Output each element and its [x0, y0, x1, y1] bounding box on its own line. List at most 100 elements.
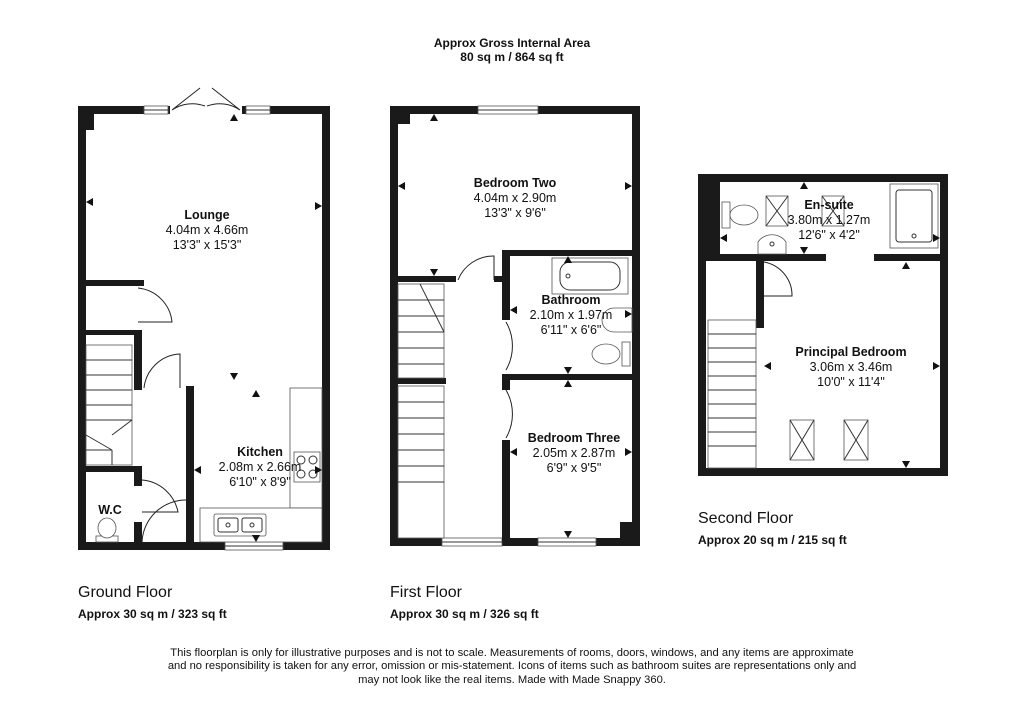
bedroom-three-name: Bedroom Three	[528, 431, 620, 445]
lounge-door	[143, 353, 181, 389]
french-door-gap	[170, 104, 242, 116]
bedroom-two-metric: 4.04m x 2.90m	[474, 191, 557, 205]
principal-bedroom-name: Principal Bedroom	[795, 345, 906, 359]
gross-area-heading: Approx Gross Internal Area 80 sq m / 864…	[0, 36, 1024, 64]
first-corner-block-2	[620, 522, 640, 546]
gross-area-title: Approx Gross Internal Area	[433, 36, 591, 50]
principal-bedroom-imperial: 10'0" x 11'4"	[817, 375, 885, 389]
second-staircase	[707, 319, 757, 469]
ground-corner-block	[78, 106, 94, 130]
stair-wall-second	[756, 258, 764, 328]
ground-floor-area: Approx 30 sq m / 323 sq ft	[78, 607, 227, 621]
lounge-name: Lounge	[184, 208, 229, 222]
bath-arrow-left	[510, 306, 517, 314]
disclaimer-line-1: This floorplan is only for illustrative …	[170, 647, 854, 659]
bed2-arrow-left	[398, 182, 405, 190]
disclaimer-line-2: and no responsibility is taken for any e…	[167, 660, 857, 673]
lounge-arrow-top	[230, 114, 238, 121]
first-staircase	[397, 283, 445, 539]
bathroom-name: Bathroom	[541, 293, 600, 307]
second-bottom-wall	[698, 468, 948, 476]
bed3-left-wall	[502, 440, 510, 542]
bath-arrow-right	[625, 310, 632, 318]
first-floor-plan: Bedroom Two 4.04m x 2.90m 13'3" x 9'6" B…	[390, 105, 640, 547]
principal-bedroom-metric: 3.06m x 3.46m	[810, 360, 893, 374]
bathroom-bottom-wall	[502, 374, 636, 380]
ensuite-skylight-icon	[765, 195, 789, 227]
second-floor-title: Second Floor	[698, 510, 794, 527]
lounge-imperial: 13'3" x 15'3"	[173, 238, 242, 252]
disclaimer-line-3: may not look like the real items. Made w…	[358, 673, 666, 686]
gross-area-value: 80 sq m / 864 sq ft	[460, 50, 564, 64]
shower-icon	[889, 183, 939, 249]
ground-staircase	[85, 344, 133, 466]
second-top-wall	[698, 174, 948, 182]
bedroom-arrow-left	[764, 362, 771, 370]
hall-wall	[186, 386, 194, 546]
bed3-arrow-top	[564, 380, 572, 387]
bathtub-icon	[551, 257, 629, 295]
bedroom-skylight-icon	[789, 419, 815, 461]
bedroom-three-metric: 2.05m x 2.87m	[533, 446, 616, 460]
kitchen-counter-right	[289, 387, 323, 509]
stair-bottom-wall	[82, 466, 142, 472]
kitchen-metric: 2.08m x 2.66m	[219, 460, 302, 474]
kitchen-arrow-top	[252, 390, 260, 397]
second-floor-plan: En-suite 3.80m x 1.27m 12'6" x 4'2" Prin…	[698, 174, 948, 476]
kitchen-name: Kitchen	[237, 445, 283, 459]
bedroom-arrow-right	[933, 362, 940, 370]
disclaimer: This floorplan is only for illustrative …	[150, 647, 874, 687]
french-door-left	[171, 87, 206, 111]
wc-door	[141, 479, 179, 513]
ensuite-name: En-suite	[804, 198, 853, 212]
bathroom-left-wall	[502, 250, 510, 320]
first-floor-area: Approx 30 sq m / 326 sq ft	[390, 607, 539, 621]
second-right-wall	[940, 174, 948, 476]
toilet-icon	[95, 517, 119, 543]
bedroom-two-bottom-wall-left	[394, 276, 456, 282]
ensuite-arrow-right	[933, 234, 940, 242]
bathroom-metric: 2.10m x 1.97m	[530, 308, 613, 322]
bed2-arrow-top	[430, 114, 438, 121]
bed3-left-wall-top	[502, 374, 510, 390]
wc-wall-bottom	[134, 522, 142, 546]
kitchen-imperial: 6'10" x 8'9"	[229, 475, 291, 489]
ground-bottom-wall	[78, 542, 330, 550]
lounge-arrow-left	[86, 198, 93, 206]
lounge-arrow-bottom	[230, 373, 238, 380]
ground-floor-plan: Lounge 4.04m x 4.66m 13'3" x 15'3" Kitch…	[78, 87, 330, 551]
second-corner-block	[698, 174, 720, 254]
lounge-arrow-right	[315, 202, 322, 210]
ground-floor-title: Ground Floor	[78, 584, 173, 601]
bathroom-imperial: 6'11" x 6'6"	[541, 323, 602, 337]
first-right-wall	[632, 106, 640, 546]
lounge-metric: 4.04m x 4.66m	[166, 223, 249, 237]
kitchen-sink-icon	[213, 513, 267, 537]
wc-wall-top	[134, 466, 142, 486]
ensuite-bottom-wall-left	[702, 254, 826, 261]
ground-left-wall	[78, 106, 86, 550]
second-left-wall	[698, 174, 706, 476]
stair-landing-wall	[394, 378, 446, 384]
ensuite-arrow-top	[800, 182, 808, 189]
bedroom-three-door	[505, 389, 513, 439]
bath-arrow-bottom	[564, 367, 572, 374]
bedroom-arrow-top	[902, 262, 910, 269]
bed2-arrow-bottom	[430, 269, 438, 276]
stair-right-wall	[134, 330, 142, 390]
second-floor-area: Approx 20 sq m / 215 sq ft	[698, 533, 847, 547]
principal-bedroom-door	[763, 261, 793, 297]
ground-right-wall	[322, 106, 330, 550]
bathroom-basin-icon	[601, 307, 633, 333]
bedroom-two-bottom-wall-mid	[494, 276, 508, 282]
ensuite-arrow-bottom	[800, 247, 808, 254]
ensuite-skylight-icon-2	[821, 195, 845, 227]
kitchen-arrow-left	[194, 466, 201, 474]
first-left-wall	[390, 106, 398, 546]
cupboard-door	[137, 287, 173, 323]
french-door-right	[206, 87, 241, 111]
bedroom-three-imperial: 6'9" x 9'5"	[547, 461, 602, 475]
kitchen-arrow-bottom	[252, 535, 260, 542]
bed3-arrow-left	[510, 448, 517, 456]
